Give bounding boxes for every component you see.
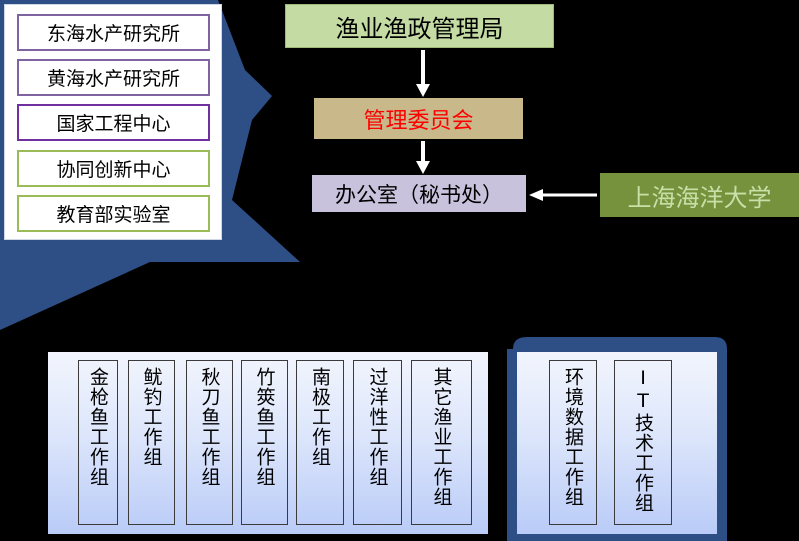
tech-group-box: IT技术工作组 bbox=[614, 360, 672, 525]
institute-panel: 东海水产研究所黄海水产研究所国家工程中心协同创新中心教育部实验室 bbox=[4, 4, 222, 240]
fishery-group-box: 秋刀鱼工作组 bbox=[186, 360, 233, 525]
fishery-group-box: 竹筴鱼工作组 bbox=[241, 360, 288, 525]
bureau-label: 渔业渔政管理局 bbox=[335, 14, 504, 43]
institute-box: 国家工程中心 bbox=[17, 104, 210, 141]
fishery-group-label: 过洋性工作组 bbox=[366, 367, 389, 487]
arrow-head-office-left bbox=[529, 189, 543, 201]
tech-groups-panel: 环境数据工作组 IT技术工作组 bbox=[517, 352, 717, 534]
fishery-group-label: 金枪鱼工作组 bbox=[87, 367, 109, 487]
arrow-head-committee bbox=[416, 84, 430, 97]
fishery-group-box: 鱿钓工作组 bbox=[128, 360, 175, 525]
fishery-groups-panel: 金枪鱼工作组 鱿钓工作组 秋刀鱼工作组 竹筴鱼工作组 南极工作组 过洋性工作组 其它渔业工作… bbox=[48, 352, 488, 534]
fishery-group-box: 其它渔业工作组 bbox=[411, 360, 472, 525]
university-label: 上海海洋大学 bbox=[627, 183, 772, 212]
fishery-group-label: 鱿钓工作组 bbox=[140, 367, 163, 467]
institute-box: 教育部实验室 bbox=[17, 195, 210, 232]
committee-label: 管理委员会 bbox=[363, 108, 474, 134]
institute-label: 黄海水产研究所 bbox=[46, 68, 180, 90]
fishery-group-box: 金枪鱼工作组 bbox=[78, 360, 118, 525]
tech-group-label: IT技术工作组 bbox=[632, 367, 654, 513]
institute-box: 黄海水产研究所 bbox=[17, 59, 210, 96]
arrow-head-office bbox=[416, 161, 430, 174]
fishery-group-label: 竹筴鱼工作组 bbox=[253, 367, 276, 487]
office-label: 办公室（秘书处） bbox=[335, 182, 503, 207]
bureau-box: 渔业渔政管理局 bbox=[285, 4, 554, 48]
tech-group-box: 环境数据工作组 bbox=[549, 360, 597, 525]
fishery-group-box: 南极工作组 bbox=[296, 360, 344, 525]
office-box: 办公室（秘书处） bbox=[312, 175, 526, 212]
committee-box: 管理委员会 bbox=[314, 98, 523, 139]
institute-label: 教育部实验室 bbox=[56, 204, 171, 226]
institute-label: 东海水产研究所 bbox=[46, 23, 180, 45]
fishery-group-label: 秋刀鱼工作组 bbox=[198, 367, 221, 487]
fishery-group-label: 其它渔业工作组 bbox=[430, 367, 453, 507]
university-box: 上海海洋大学 bbox=[600, 173, 799, 217]
institute-box: 协同创新中心 bbox=[17, 150, 210, 187]
institute-label: 国家工程中心 bbox=[56, 113, 171, 135]
fishery-group-box: 过洋性工作组 bbox=[353, 360, 402, 525]
fishery-group-label: 南极工作组 bbox=[309, 367, 331, 467]
tech-group-label: 环境数据工作组 bbox=[562, 367, 584, 507]
institute-label: 协同创新中心 bbox=[56, 159, 171, 181]
institute-box: 东海水产研究所 bbox=[17, 14, 210, 51]
